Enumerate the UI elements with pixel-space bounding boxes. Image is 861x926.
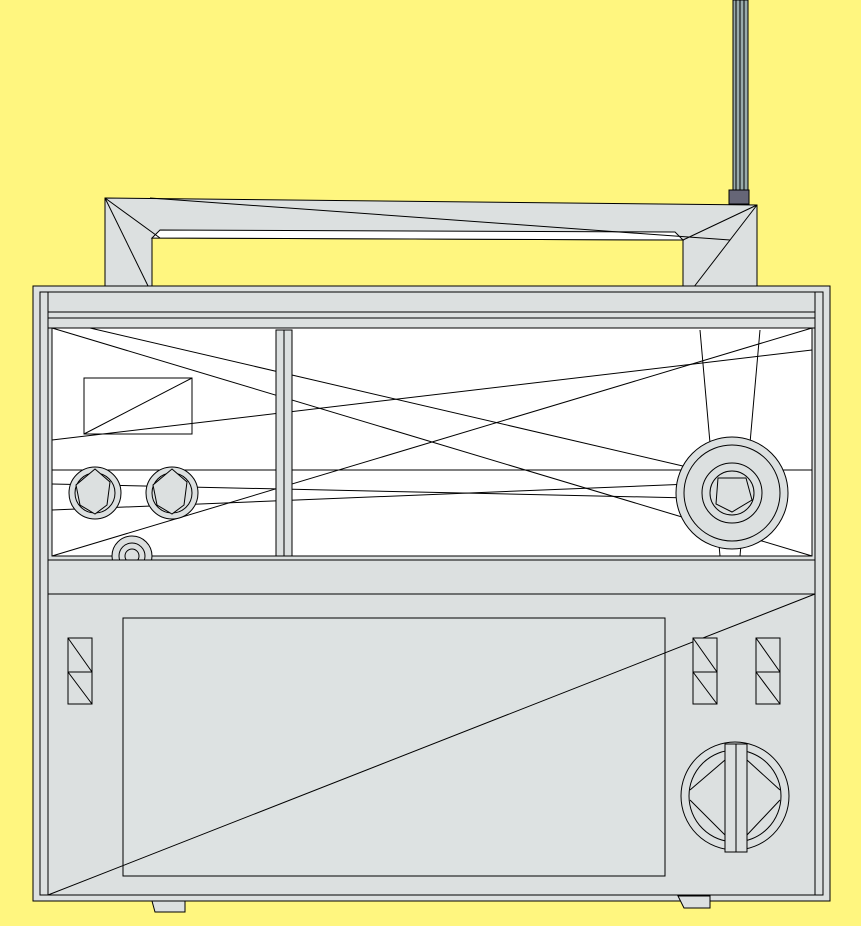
left-knob-2[interactable] [145, 466, 199, 520]
right-switch-2[interactable] [755, 637, 781, 705]
left-switch[interactable] [67, 637, 93, 705]
lower-band [47, 559, 816, 595]
left-knob-1[interactable] [68, 466, 122, 520]
speaker-panel [47, 593, 816, 896]
display-box [83, 377, 193, 435]
tuning-dial[interactable] [675, 436, 789, 550]
carry-handle [104, 197, 758, 293]
right-switch-1[interactable] [692, 637, 718, 705]
antenna [728, 0, 750, 205]
feet [151, 895, 711, 913]
volume-knob[interactable] [680, 741, 790, 853]
